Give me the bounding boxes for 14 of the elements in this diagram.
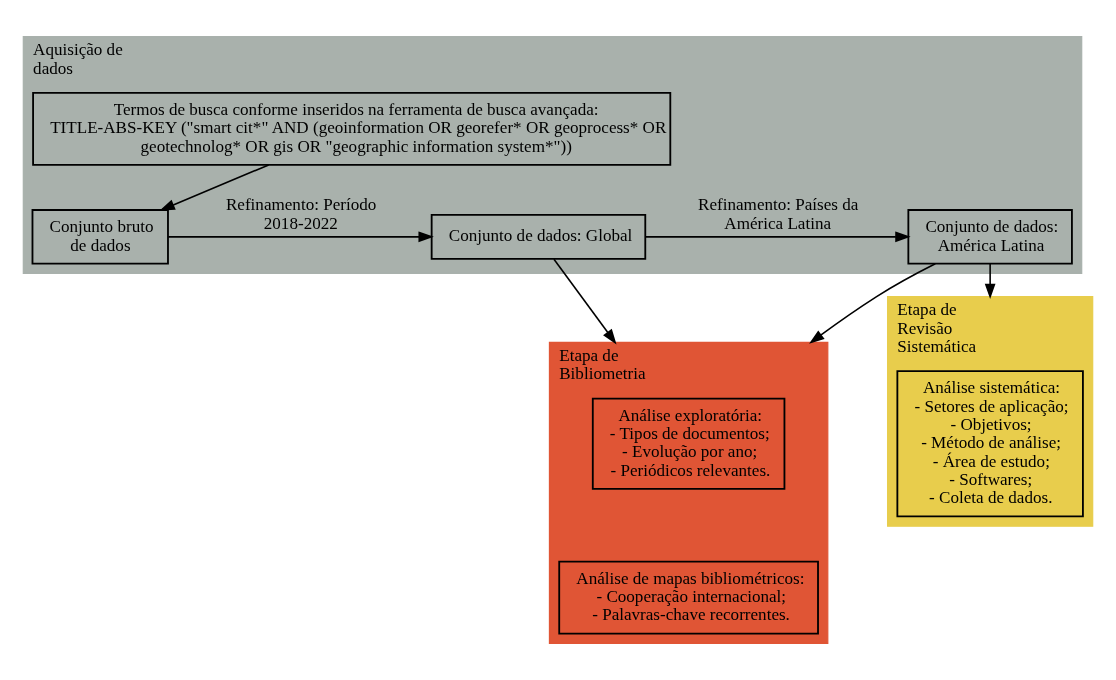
arrow (644, 231, 911, 243)
arrow (167, 231, 434, 243)
node-box: Conjunto bruto de dados (31, 209, 169, 265)
arrow (553, 258, 617, 345)
node-box: Termos de busca conforme inseridos na ferramenta de busca avançada: TITLE-ABS-KEY ("smart cit*" AND (geoinformation OR georefer* OR geoprocess* OR geotechnolog* OR gis OR "geographic information system*")) (32, 91, 672, 166)
node-box: Conjunto de dados: Global (430, 213, 647, 260)
arrow (984, 263, 996, 300)
arrow (159, 164, 270, 211)
node-box: Análise de mapas bibliométricos: - Cooperação internacional; - Palavras-chave recorrentes. (558, 560, 819, 635)
edge-label: Refinamento: Período 2018-2022 (225, 195, 377, 233)
node-box: Análise exploratória: - Tipos de documentos; - Evolução por ano; - Periódicos relevantes. (591, 397, 786, 490)
node-box: Análise sistemática: - Setores de aplicação; - Objetivos; - Método de análise; - Área de estudo; - Softwares; - Coleta de dados. (896, 370, 1084, 518)
edge-label: Refinamento: Países da América Latina (698, 195, 859, 233)
node-box: Conjunto de dados: América Latina (907, 209, 1073, 265)
